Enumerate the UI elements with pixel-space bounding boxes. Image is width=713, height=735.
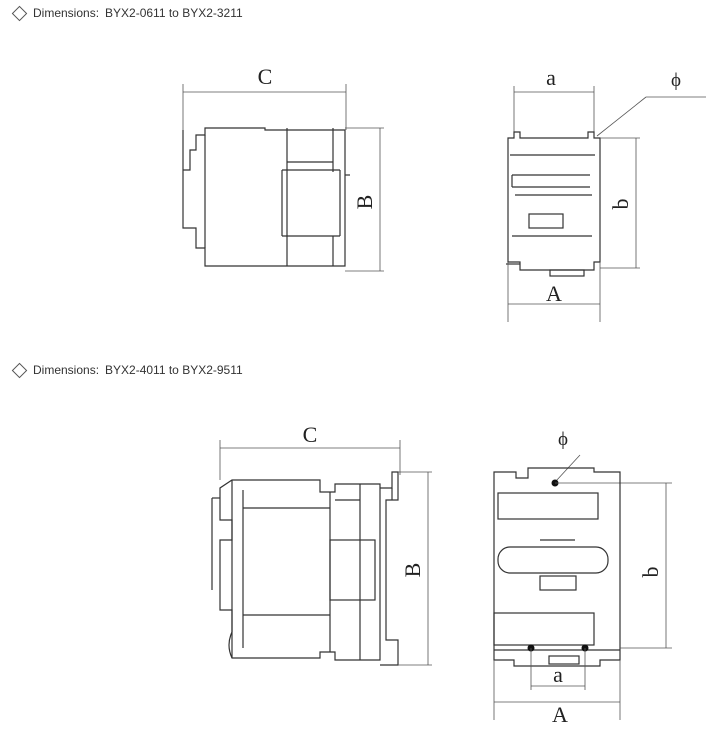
label-a: a bbox=[546, 65, 556, 90]
label-b: b bbox=[638, 567, 663, 578]
label-C: C bbox=[258, 64, 273, 89]
label-b: b bbox=[608, 199, 633, 210]
label-A: A bbox=[552, 702, 568, 727]
side-view-1: C B bbox=[182, 64, 384, 272]
label-phi: ϕ bbox=[671, 70, 681, 91]
section-title-range: BYX2-4011 to BYX2-9511 bbox=[105, 363, 243, 377]
section-title-prefix: Dimensions: bbox=[33, 6, 100, 20]
label-phi: ϕ bbox=[558, 429, 568, 450]
section-title-1: Dimensions: BYX2-0611 to BYX2-3211 bbox=[10, 5, 243, 21]
section-title-prefix: Dimensions: bbox=[33, 363, 100, 377]
label-B: B bbox=[352, 195, 377, 210]
front-view-2: ϕ a b A bbox=[493, 429, 672, 727]
label-a: a bbox=[553, 662, 563, 687]
label-C: C bbox=[303, 422, 318, 447]
label-A: A bbox=[546, 281, 562, 306]
label-B: B bbox=[400, 563, 425, 578]
front-view-1: a ϕ b A bbox=[506, 65, 706, 322]
section-title-2: Dimensions: BYX2-4011 to BYX2-9511 bbox=[10, 362, 243, 378]
side-view-2: C B bbox=[211, 422, 432, 666]
section-title-range: BYX2-0611 to BYX2-3211 bbox=[105, 6, 243, 20]
